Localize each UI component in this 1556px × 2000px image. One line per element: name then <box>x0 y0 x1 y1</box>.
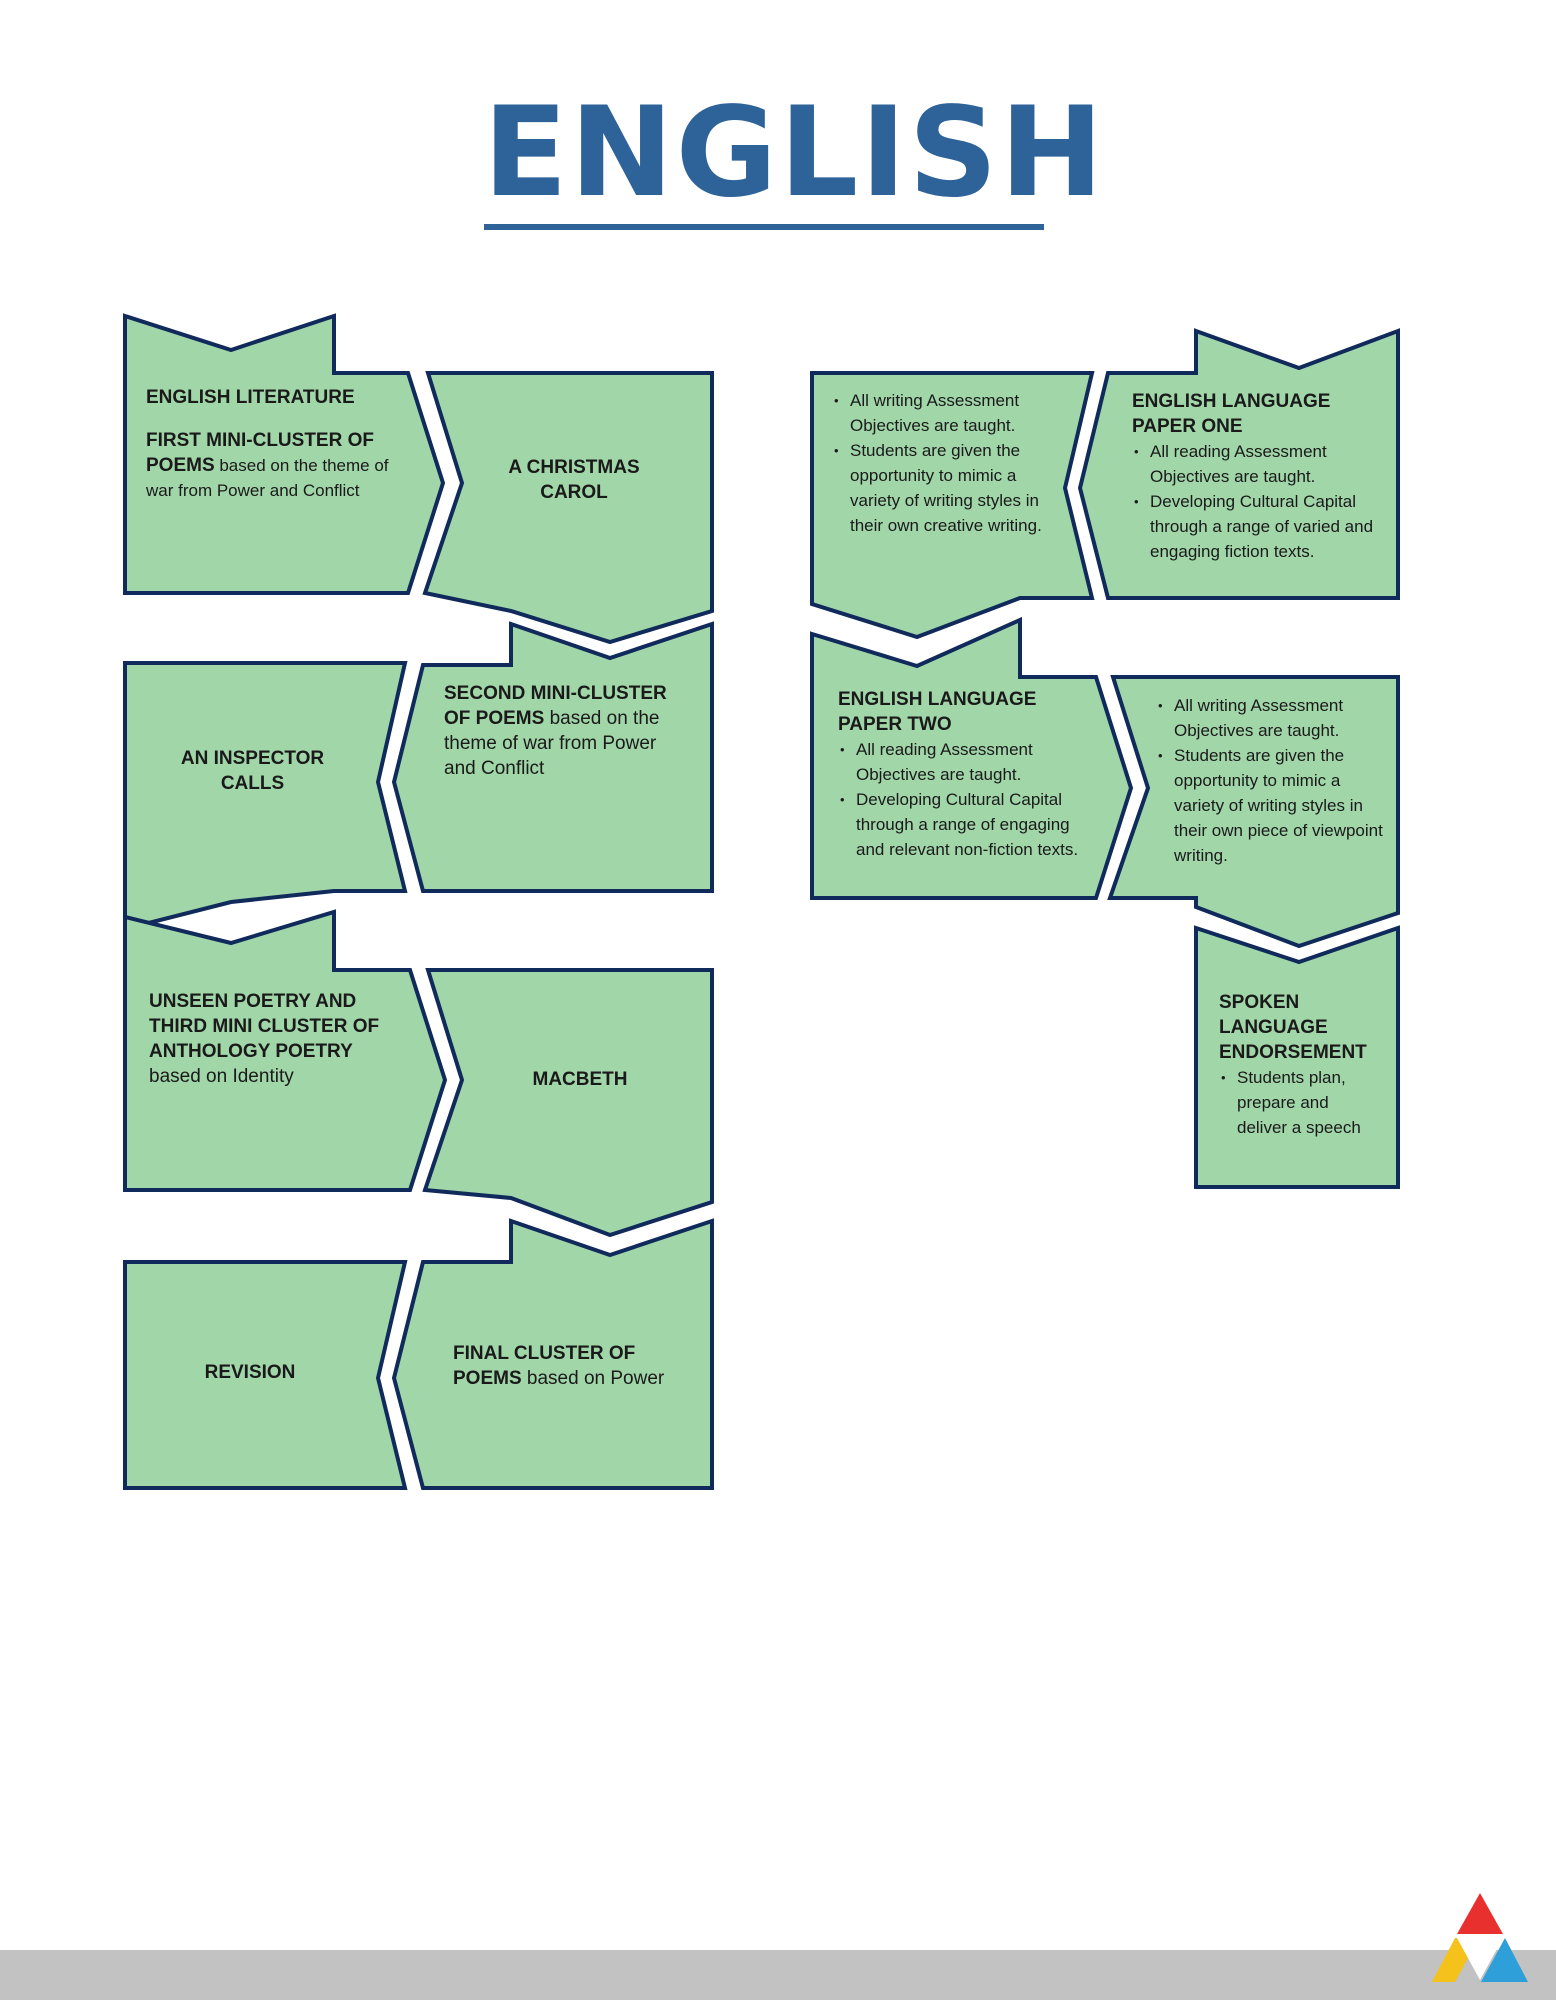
unseen-poetry-rest: based on Identity <box>149 1066 294 1087</box>
macbeth-label: MACBETH <box>532 1069 628 1090</box>
list-item: Developing Cultural Capital through a ra… <box>840 787 1086 862</box>
paper-two-list: All reading Assessment Objectives are ta… <box>838 737 1086 862</box>
second-mini-cluster-text: SECOND MINI-CLUSTER OF POEMS based on th… <box>444 681 684 781</box>
paper-two-writing-box: All writing Assessment Objectives are ta… <box>1156 693 1392 868</box>
christmas-carol-label: A CHRISTMAS CAROL <box>508 457 640 503</box>
list-item: Students are given the opportunity to mi… <box>1158 743 1392 868</box>
footer-bar <box>0 1950 1556 2000</box>
paper-two-heading: ENGLISH LANGUAGE PAPER TWO <box>838 689 1037 735</box>
first-mini-cluster-rest: based on the theme of war from Power and… <box>146 456 389 500</box>
list-item: All writing Assessment Objectives are ta… <box>834 388 1060 438</box>
first-mini-cluster-text: FIRST MINI-CLUSTER OF POEMS based on the… <box>146 428 401 503</box>
paper-one-heading: ENGLISH LANGUAGE PAPER ONE <box>1132 391 1331 437</box>
paper-one-box: ENGLISH LANGUAGE PAPER ONE All reading A… <box>1132 389 1394 564</box>
final-cluster-text: FINAL CLUSTER OF POEMS based on Power <box>453 1341 688 1391</box>
first-mini-cluster-bold: FIRST MINI-CLUSTER OF POEMS <box>146 430 374 476</box>
inspector-calls-shape <box>123 661 408 932</box>
paper-one-list: All reading Assessment Objectives are ta… <box>1132 439 1394 564</box>
english-literature-heading: ENGLISH LITERATURE <box>146 387 355 408</box>
paper-two-writing-list: All writing Assessment Objectives are ta… <box>1156 693 1392 868</box>
english-literature-shape <box>123 313 446 595</box>
paper-one-writing-list: All writing Assessment Objectives are ta… <box>832 388 1060 538</box>
paper-one-writing-box: All writing Assessment Objectives are ta… <box>832 388 1060 538</box>
second-mini-cluster-bold: SECOND MINI-CLUSTER OF POEMS <box>444 683 667 729</box>
list-item: Students plan, prepare and deliver a spe… <box>1221 1065 1377 1140</box>
list-item: Developing Cultural Capital through a ra… <box>1134 489 1394 564</box>
page-title: ENGLISH <box>483 81 1106 225</box>
revision-shape <box>123 1260 408 1490</box>
paper-two-box: ENGLISH LANGUAGE PAPER TWO All reading A… <box>838 687 1086 862</box>
second-mini-cluster-rest: based on the theme of war from Power and… <box>444 708 660 779</box>
final-cluster-rest: based on Power <box>521 1368 665 1389</box>
inspector-calls-label: AN INSPECTOR CALLS <box>180 748 325 794</box>
final-cluster-shape <box>391 1218 714 1490</box>
list-item: All reading Assessment Objectives are ta… <box>1134 439 1394 489</box>
unseen-poetry-bold: UNSEEN POETRY AND THIRD MINI CLUSTER OF … <box>149 991 380 1062</box>
english-literature-box: ENGLISH LITERATURE FIRST MINI-CLUSTER OF… <box>146 385 401 503</box>
list-item: Students are given the opportunity to mi… <box>834 438 1060 538</box>
triangle-logo-icon <box>1432 1893 1528 1982</box>
unseen-poetry-shape <box>123 909 448 1192</box>
title-underline <box>484 224 1044 230</box>
christmas-carol-shape <box>422 371 714 645</box>
unseen-poetry-text: UNSEEN POETRY AND THIRD MINI CLUSTER OF … <box>149 989 399 1089</box>
list-item: All reading Assessment Objectives are ta… <box>840 737 1086 787</box>
revision-label: REVISION <box>204 1362 296 1383</box>
macbeth-shape <box>422 968 714 1238</box>
spoken-language-heading: SPOKEN LANGUAGE ENDORSEMENT <box>1219 992 1367 1063</box>
final-cluster-bold: FINAL CLUSTER OF POEMS <box>453 1343 636 1389</box>
list-item: All writing Assessment Objectives are ta… <box>1158 693 1392 743</box>
spoken-language-box: SPOKEN LANGUAGE ENDORSEMENT Students pla… <box>1219 990 1391 1140</box>
second-mini-cluster-shape <box>391 621 714 893</box>
spoken-language-list: Students plan, prepare and deliver a spe… <box>1219 1065 1391 1140</box>
